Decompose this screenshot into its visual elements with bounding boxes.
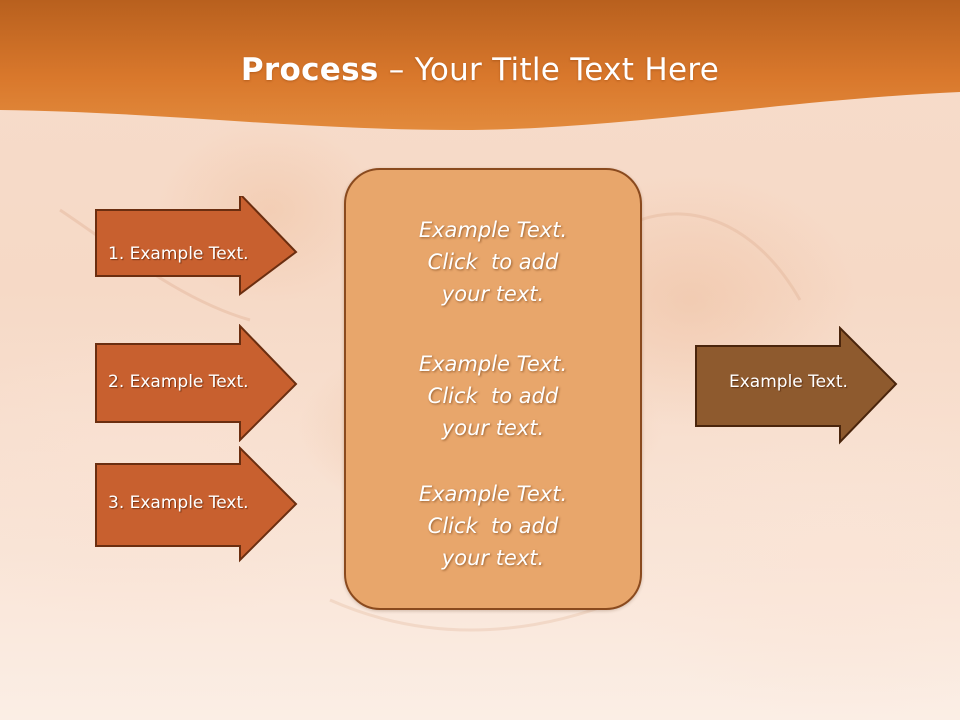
left-arrow-3 xyxy=(95,446,298,563)
left-arrow-1 xyxy=(95,196,298,296)
left-arrow-2-label: 2. Example Text. xyxy=(108,372,249,392)
center-text-box[interactable]: Example Text. Click to add your text. Ex… xyxy=(344,168,642,610)
left-arrow-1-label: 1. Example Text. xyxy=(108,244,249,264)
left-arrow-3-label: 3. Example Text. xyxy=(108,493,249,513)
right-arrow-label: Example Text. xyxy=(729,372,848,392)
left-arrow-2 xyxy=(95,324,298,442)
title-bold: Process xyxy=(240,52,379,88)
center-line: Example Text. xyxy=(418,352,568,376)
center-line: Click to add xyxy=(427,250,559,274)
center-line: Click to add xyxy=(427,514,559,538)
center-line: your text. xyxy=(441,546,545,570)
center-text-block-1: Example Text. Click to add your text. xyxy=(346,214,640,310)
center-line: your text. xyxy=(441,282,545,306)
header-band xyxy=(0,0,960,130)
center-text-block-3: Example Text. Click to add your text. xyxy=(346,478,640,574)
center-line: Example Text. xyxy=(418,482,568,506)
title-rest: – Your Title Text Here xyxy=(378,52,720,88)
right-arrow xyxy=(695,326,898,445)
slide-title: Process – Your Title Text Here xyxy=(0,52,960,88)
center-line: Click to add xyxy=(427,384,559,408)
center-text-block-2: Example Text. Click to add your text. xyxy=(346,348,640,444)
center-line: Example Text. xyxy=(418,218,568,242)
center-line: your text. xyxy=(441,416,545,440)
